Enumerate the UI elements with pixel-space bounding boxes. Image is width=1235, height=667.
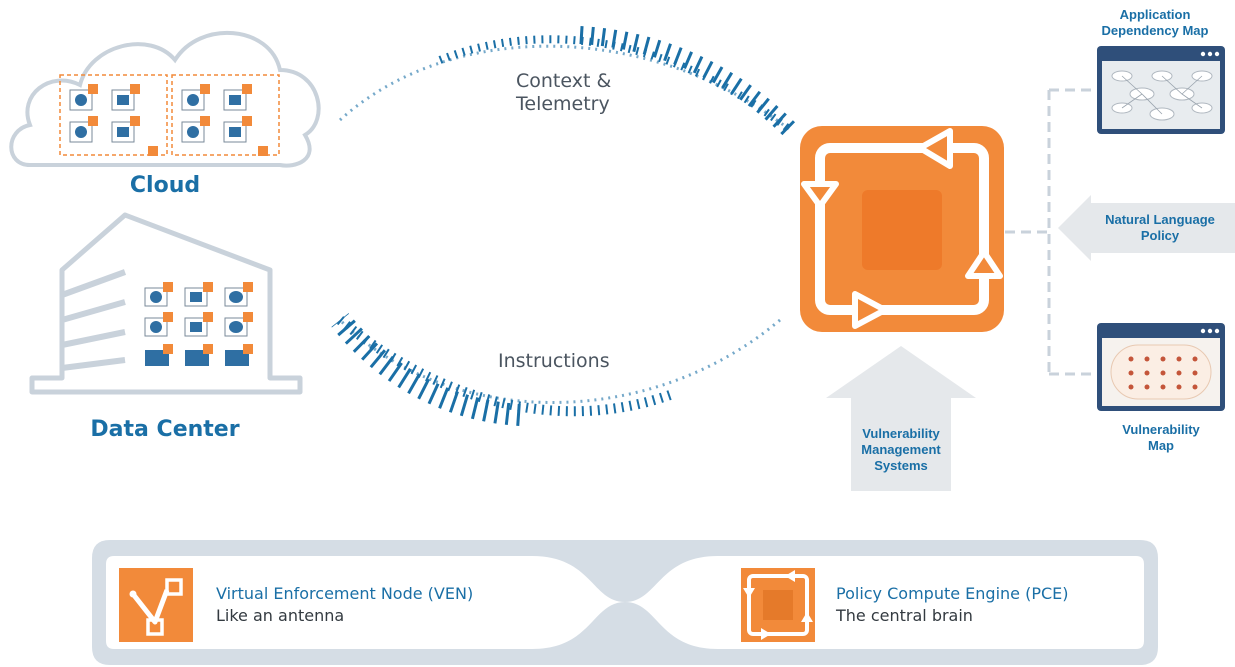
cloud-icon <box>9 30 321 168</box>
flow-arcs <box>331 26 797 426</box>
app-dependency-line2: Dependency Map <box>1101 23 1209 38</box>
vuln-mgmt-line2: Management <box>861 442 941 457</box>
connector-lines <box>1005 88 1097 376</box>
app-dependency-map-thumbnail <box>1097 46 1225 134</box>
vulnerability-map-thumbnail <box>1097 323 1225 411</box>
legend-panel <box>92 540 1158 665</box>
natural-language-line2: Policy <box>1140 228 1180 243</box>
pce-title: Policy Compute Engine (PCE) <box>836 584 1069 603</box>
ven-subtitle: Like an antenna <box>216 606 345 625</box>
vuln-mgmt-label: Vulnerability Management Systems <box>836 426 966 474</box>
ven-icon <box>119 568 193 642</box>
pce-legend-icon <box>741 568 815 642</box>
instructions-arc <box>331 313 781 426</box>
pce-subtitle: The central brain <box>836 606 973 625</box>
vuln-mgmt-line3: Systems <box>874 458 928 473</box>
app-dependency-label: Application Dependency Map <box>1090 7 1220 39</box>
vulnerability-map-label: Vulnerability Map <box>1097 422 1225 454</box>
app-dependency-line1: Application <box>1119 7 1191 22</box>
natural-language-label: Natural Language Policy <box>1090 212 1230 244</box>
vulnerability-map-line2: Map <box>1148 438 1174 453</box>
pce-legend-text: Policy Compute Engine (PCE) The central … <box>836 584 1069 625</box>
datacenter-label: Data Center <box>90 417 240 442</box>
natural-language-line1: Natural Language <box>1105 212 1215 227</box>
ven-title: Virtual Enforcement Node (VEN) <box>216 584 474 603</box>
instructions-label: Instructions <box>498 350 610 372</box>
ven-legend-text: Virtual Enforcement Node (VEN) Like an a… <box>216 584 473 625</box>
cloud-label: Cloud <box>129 173 201 198</box>
natural-language-arrow <box>1058 195 1235 261</box>
vulnerability-map-line1: Vulnerability <box>1122 422 1200 437</box>
datacenter-section: Data Center <box>0 210 330 450</box>
datacenter-building-icon <box>29 212 303 395</box>
cloud-section: Cloud <box>0 0 330 210</box>
vuln-mgmt-arrow <box>826 346 976 491</box>
telemetry-label: Context & Telemetry <box>516 70 611 116</box>
telemetry-label-line1: Context & <box>516 70 612 92</box>
vuln-mgmt-line1: Vulnerability <box>862 426 940 441</box>
legend-frame <box>92 540 1158 665</box>
pce-central-icon <box>800 126 1004 332</box>
telemetry-arc <box>338 26 797 137</box>
telemetry-label-line2: Telemetry <box>516 93 610 115</box>
